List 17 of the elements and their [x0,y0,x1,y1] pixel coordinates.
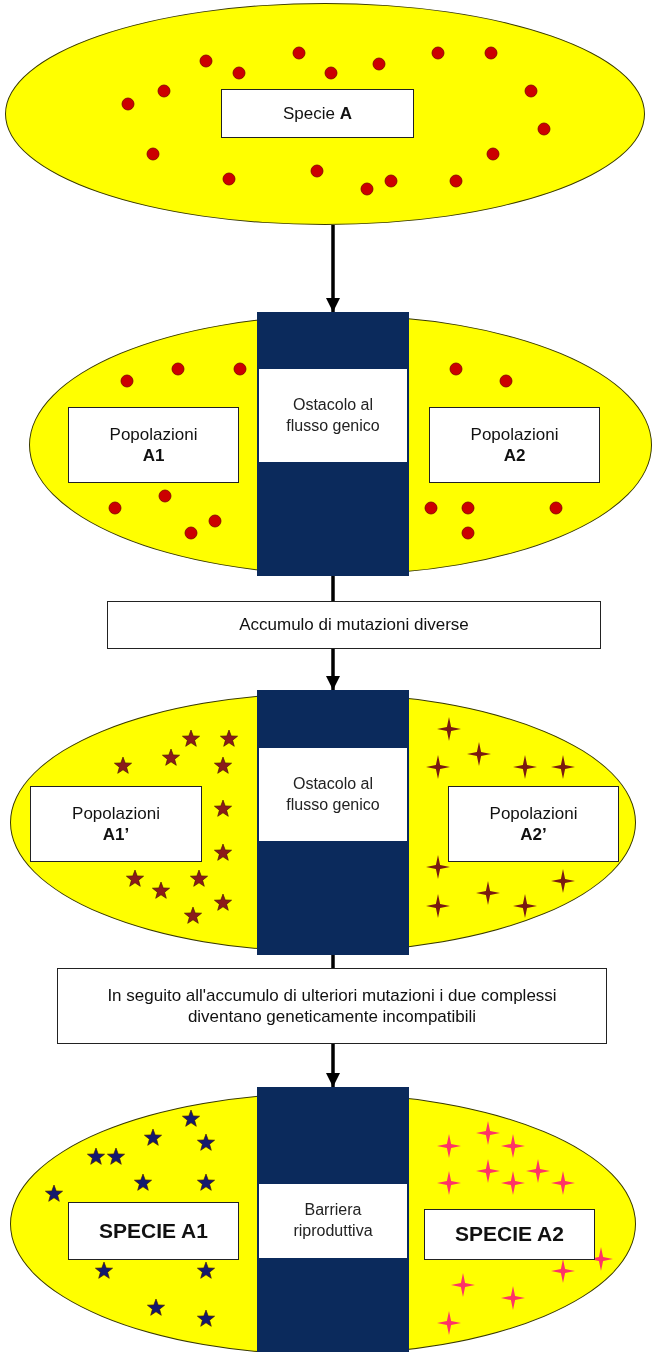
barrier-label: Ostacolo al flusso genico [259,369,407,462]
connector-line [331,576,335,601]
text-box: SPECIE A2 [424,1209,595,1260]
arrow [326,1044,340,1087]
text-box: Popolazioni A1’ [30,786,202,862]
text-box: In seguito all'accumulo di ulteriori mutazioni i due complessi diventano geneticamente incompatibili [57,968,607,1044]
text-box: Popolazioni A2 [429,407,600,483]
text-box: Popolazioni A2’ [448,786,619,862]
arrow [326,225,340,312]
barrier-label: Barriera riproduttiva [259,1184,407,1258]
arrow [326,649,340,690]
barrier-label: Ostacolo al flusso genico [259,748,407,841]
connector-line [331,955,335,968]
text-box: Specie A [221,89,414,138]
text-box: Popolazioni A1 [68,407,239,483]
text-box: Accumulo di mutazioni diverse [107,601,601,649]
text-box: SPECIE A1 [68,1202,239,1260]
